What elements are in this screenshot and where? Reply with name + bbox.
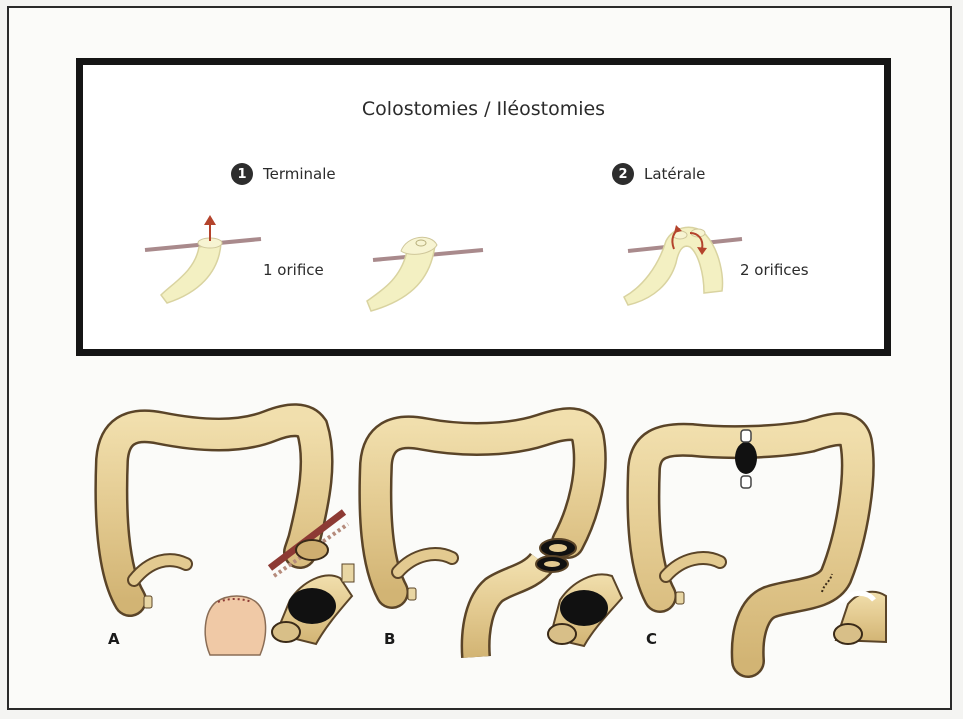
terminal-stoma-illustration-2 [361,215,491,315]
section-terminal-label: Terminale [263,165,336,183]
stoma-rod-top [741,430,751,442]
stoma-lumen-proximal [549,544,567,552]
panel-label-a: A [108,630,120,648]
rectal-stump [205,596,265,655]
section-terminal: 1 Terminale [231,163,336,185]
segment-end-opening [272,622,300,642]
appendix [144,596,152,608]
bowel-segment [367,245,435,311]
colon-panel-a [90,400,360,655]
appendix [676,592,684,604]
segment-end [342,564,354,582]
terminal-stoma-illustration-1 [143,205,273,305]
number-badge-1: 1 [231,163,253,185]
colon-panel-c [630,406,900,661]
terminal-caption: 1 orifice [263,261,324,279]
lateral-caption: 2 orifices [740,261,809,279]
loop-stoma-opening [735,442,757,474]
stoma-lumen-distal [544,561,560,567]
number-badge-2: 2 [612,163,634,185]
arrow-up-icon [204,215,216,225]
diagram-title: Colostomies / Iléostomies [83,98,884,120]
stoma-end [296,540,328,560]
section-lateral-label: Latérale [644,165,705,183]
sigmoid [476,562,542,657]
bowel-segment [161,243,221,303]
resected-tumor [560,590,608,626]
stoma-types-box: Colostomies / Iléostomies 1 Terminale 2 … [76,58,891,356]
resected-tumor [288,588,336,624]
colon-panel-b [362,402,632,657]
segment-end-opening [834,624,862,644]
stoma-rod-bottom [741,476,751,488]
panel-label-b: B [384,630,395,648]
panel-label-c: C [646,630,657,648]
appendix [408,588,416,600]
section-lateral: 2 Latérale [612,163,705,185]
lateral-stoma-illustration [618,207,758,307]
segment-end-opening [548,624,576,644]
